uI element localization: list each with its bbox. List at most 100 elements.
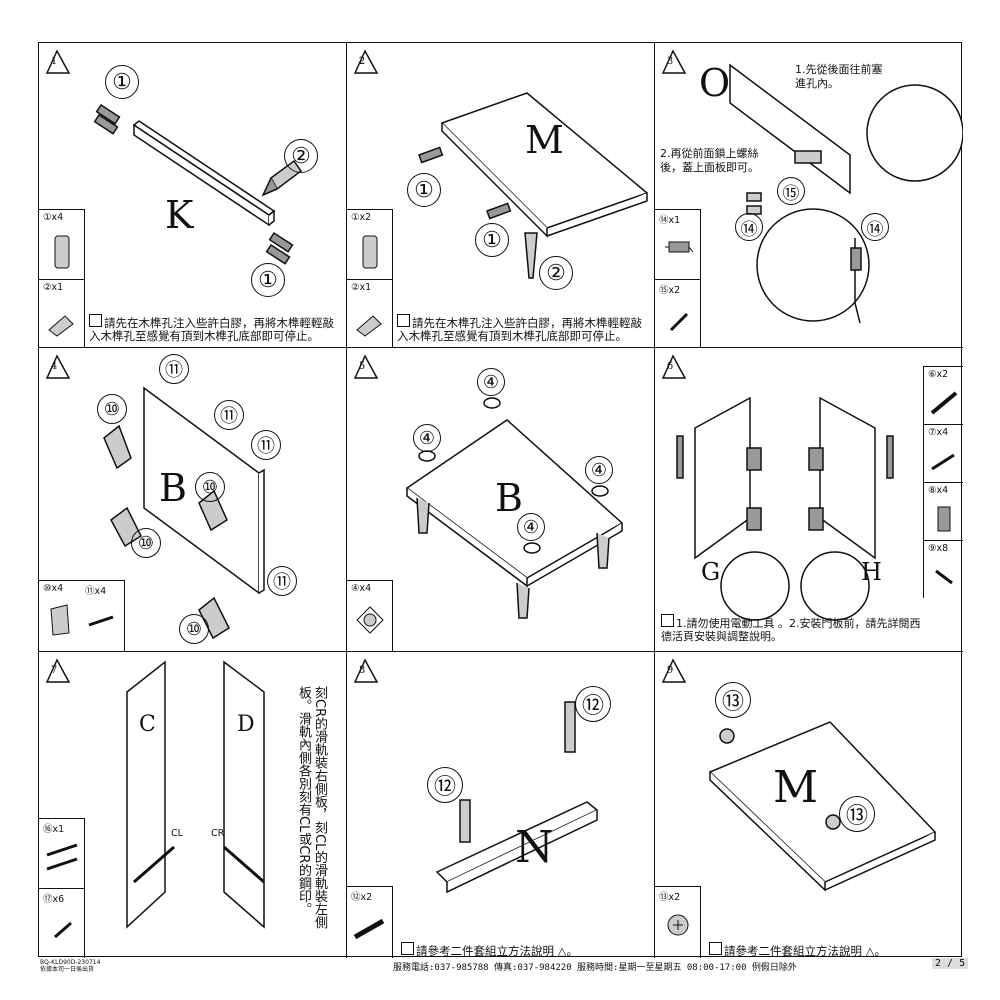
step-5-panel: 5 B ④ ④ ④ ④ ④x4 (347, 348, 655, 652)
part-letter: B (495, 476, 523, 520)
parts-list: ⑯x1 ⑰x6 (39, 818, 85, 958)
step-instruction-2: 2.再從前面鎖上螺絲後，蓋上面板即可。 (660, 147, 759, 174)
callout-11d: ⑪ (267, 566, 297, 596)
callout-4: ④ (477, 368, 505, 396)
parts-list: ⑩x4 ⑪x4 (39, 580, 125, 651)
part-label: ⑯x1 (43, 824, 65, 835)
warning-triangle-icon (45, 49, 71, 75)
step-number: 9 (666, 665, 674, 676)
step-9-panel: 9 M ⑬ ⑬ ⑬x2 請參考二件套組立方法說明 △。 (655, 652, 963, 958)
callout-1: ① (105, 65, 139, 99)
part-label: ②x1 (43, 282, 64, 293)
callout-14: ⑭ (735, 213, 763, 241)
rail-n-illustration (435, 701, 599, 894)
part-label: ②x1 (351, 282, 372, 293)
parts-list: ⑬x2 (655, 886, 701, 958)
part-label: ⑮x2 (659, 285, 681, 296)
callout-14b: ⑭ (861, 213, 889, 241)
drawer-slide-icon (46, 843, 78, 871)
hinge-icon (937, 506, 951, 532)
callout-4b: ④ (413, 424, 441, 452)
step-instruction-1: 1.先從後面往前塞進孔內。 (795, 63, 883, 90)
warning-triangle-icon (45, 658, 71, 684)
door-g-label: G (701, 558, 721, 586)
step-number: 8 (358, 665, 366, 676)
callout-1b: ① (475, 223, 509, 257)
parts-list: ⑥x2 ⑦x4 ⑧x4 ⑨x8 (923, 366, 963, 598)
warning-triangle-icon (353, 49, 379, 75)
glue-bottle-icon (356, 315, 382, 337)
part-label: ⑭x1 (659, 215, 681, 226)
callout-15: ⑮ (777, 177, 805, 205)
edit-note-icon (401, 942, 414, 955)
parts-list: ④x4 (347, 580, 393, 651)
callout-13: ⑬ (715, 682, 751, 718)
part-letter: B (159, 466, 187, 510)
part-letter: N (515, 822, 554, 873)
part-label: ④x4 (351, 583, 372, 594)
part-letter: M (773, 762, 819, 813)
step-note: 1.請勿使用電動工具 。2.安裝門板前，請先詳閱西德活頁安裝與調整說明。 (661, 614, 921, 643)
parts-list: ①x4 ②x1 (39, 209, 85, 347)
callout-11: ⑪ (159, 354, 189, 384)
warning-triangle-icon (661, 658, 687, 684)
callout-13b: ⑬ (839, 796, 875, 832)
glue-bottle-icon (48, 315, 74, 337)
slide-cl-label: CL (171, 828, 183, 839)
screw-icon (88, 615, 114, 627)
doors-g-h-illustration (676, 396, 894, 621)
screw-icon (669, 312, 689, 332)
callout-12b: ⑫ (575, 686, 611, 722)
part-label: ⑩x4 (43, 583, 64, 594)
warning-triangle-icon (353, 658, 379, 684)
callout-2: ② (284, 139, 318, 173)
callout-4c: ④ (585, 456, 613, 484)
dowel-icon (54, 235, 70, 269)
panel-b-flat-illustration (405, 397, 624, 619)
part-letter: M (525, 118, 564, 162)
parts-list: ⑭x1 ⑮x2 (655, 209, 701, 347)
warning-triangle-icon: △。 (862, 944, 886, 958)
dowel-icon (362, 235, 378, 269)
door-h-label: H (861, 558, 882, 586)
page-number: 2 / 5 (932, 958, 969, 969)
step-4-panel: 4 B ⑪ ⑩ ⑪ ⑪ ⑩ ⑩ ⑪ ⑩ ⑩x4 ⑪x4 (39, 348, 347, 652)
callout-12: ⑫ (427, 767, 463, 803)
warning-triangle-icon (661, 354, 687, 380)
step-number: 6 (666, 361, 674, 372)
part-label: ⑧x4 (928, 485, 949, 496)
parts-list: ①x2 ②x1 (347, 209, 393, 347)
step-number: 3 (666, 56, 674, 67)
panel-m-top-illustration (708, 721, 937, 892)
edit-note-icon (709, 942, 722, 955)
step-note: 請參考二件套組立方法說明 △。 (709, 942, 959, 958)
leg-icon (50, 604, 70, 636)
callout-4d: ④ (517, 513, 545, 541)
step-note: 請先在木榫孔注入些許白膠，再將木榫輕輕敲入木榫孔至感覺有頂到木榫孔底部即可停止。 (397, 314, 642, 343)
parts-list: ⑫x2 (347, 886, 393, 958)
step-7-panel: 7 C D CL CR 刻CR的滑軌裝右側板，刻CL的滑軌裝左側板。滑軌內側各別… (39, 652, 347, 958)
edit-note-icon (397, 314, 410, 327)
step-1-panel: 1 K ① ② ① ①x4 ②x1 請先在木榫孔注入些許 (39, 43, 347, 348)
screw-icon (931, 453, 955, 471)
part-letter: K (165, 193, 194, 237)
callout-1b: ① (251, 263, 285, 297)
step-2-panel: 2 M ① ① ② ①x2 ②x1 請先在木榫孔注入些許白膠，再將木榫輕輕敲入木… (347, 43, 655, 348)
warning-triangle-icon: △。 (554, 944, 578, 958)
warning-triangle-icon (661, 49, 687, 75)
callout-10d: ⑩ (179, 614, 209, 644)
panel-c-label: C (139, 712, 156, 737)
step-6-panel: 6 G H ⑥x2 ⑦x4 ⑧x4 ⑨x8 (655, 348, 963, 652)
slide-cr-label: CR (211, 828, 225, 839)
part-label: ⑬x2 (659, 892, 681, 903)
callout-11b: ⑪ (214, 400, 244, 430)
instruction-sheet: 1 K ① ② ① ①x4 ②x1 請先在木榫孔注入些許 (38, 42, 963, 958)
rail-k-illustration (93, 103, 303, 265)
foot-pad-icon (356, 606, 384, 634)
part-label: ⑰x6 (43, 894, 65, 905)
part-label: ⑦x4 (928, 427, 949, 438)
screw-icon (935, 569, 953, 585)
step-number: 1 (50, 56, 58, 67)
step-note: 請參考二件套組立方法說明 △。 (401, 942, 651, 958)
screw-icon (54, 921, 72, 939)
